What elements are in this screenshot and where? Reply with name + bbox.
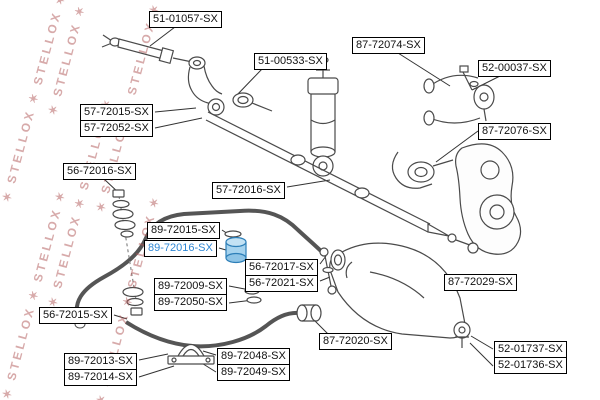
part-label-89-72048-sx[interactable]: 89-72048-SX (217, 348, 290, 365)
highlighted-bushing[interactable] (225, 236, 247, 264)
part-label-56-72015-sx[interactable]: 56-72015-SX (39, 307, 112, 324)
bushing-bracket-drawing (167, 343, 215, 365)
part-label-89-72049-sx[interactable]: 89-72049-SX (217, 364, 290, 381)
tie-rod-end-drawing (101, 34, 198, 65)
part-label-57-72016-sx[interactable]: 57-72016-SX (212, 182, 285, 199)
upper-control-arm-drawing (423, 65, 495, 126)
idler-bracket-drawing (391, 151, 454, 189)
part-label-52-01736-sx[interactable]: 52-01736-SX (494, 357, 567, 374)
stabilizer-bar-drawing (74, 208, 325, 349)
stabilizer-end-link-drawing (319, 247, 337, 295)
part-label-51-01057-sx[interactable]: 51-01057-SX (149, 11, 222, 28)
part-label-56-72017-sx[interactable]: 56-72017-SX (245, 259, 318, 276)
part-label-56-72016-sx[interactable]: 56-72016-SX (63, 163, 136, 180)
stabilizer-link-stack-drawing (112, 189, 144, 316)
part-label-89-72050-sx[interactable]: 89-72050-SX (154, 294, 227, 311)
part-label-57-72052-sx[interactable]: 57-72052-SX (80, 120, 153, 137)
part-label-87-72020-sx[interactable]: 87-72020-SX (319, 333, 392, 350)
part-label-52-01737-sx[interactable]: 52-01737-SX (494, 341, 567, 358)
center-link-drawing (205, 111, 479, 249)
steering-gear-drawing (307, 56, 339, 177)
arm-bushing-drawing (296, 304, 322, 322)
part-label-87-72076-sx[interactable]: 87-72076-SX (478, 123, 551, 140)
part-label-57-72015-sx[interactable]: 57-72015-SX (80, 104, 153, 121)
pitman-arm-drawing (187, 56, 273, 116)
part-label-52-00037-sx[interactable]: 52-00037-SX (478, 60, 551, 77)
part-label-89-72016-sx[interactable]: 89-72016-SX (144, 240, 217, 257)
part-label-89-72015-sx[interactable]: 89-72015-SX (147, 222, 220, 239)
knuckle-drawing (455, 143, 522, 255)
part-label-89-72009-sx[interactable]: 89-72009-SX (154, 278, 227, 295)
part-label-87-72029-sx[interactable]: 87-72029-SX (444, 274, 517, 291)
part-label-51-00533-sx[interactable]: 51-00533-SX (254, 53, 327, 70)
part-label-56-72021-sx[interactable]: 56-72021-SX (245, 275, 318, 292)
part-label-89-72013-sx[interactable]: 89-72013-SX (64, 353, 137, 370)
part-label-87-72074-sx[interactable]: 87-72074-SX (352, 37, 425, 54)
part-label-89-72014-sx[interactable]: 89-72014-SX (64, 369, 137, 386)
